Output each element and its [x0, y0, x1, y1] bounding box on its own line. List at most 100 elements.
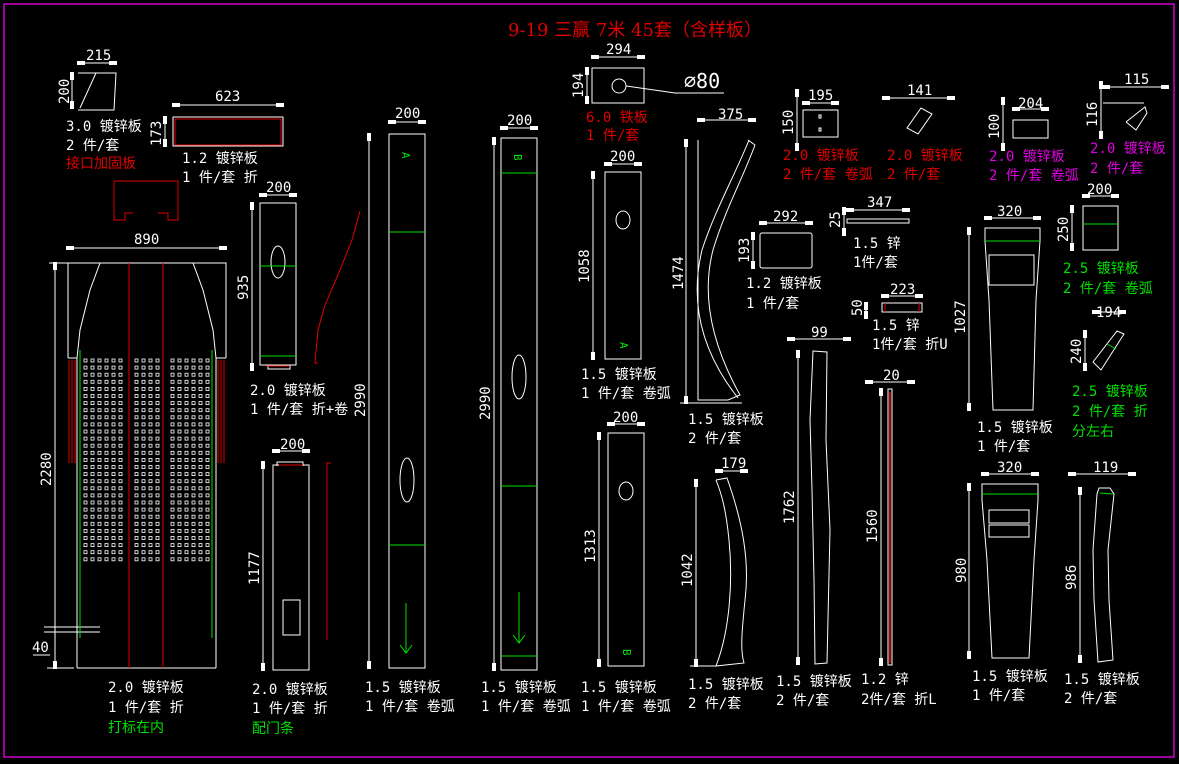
perforation-hole: [155, 358, 160, 363]
part-p26[interactable]: [1068, 472, 1136, 663]
perforation-hole: [90, 465, 95, 469]
perforation-hole: [90, 507, 95, 512]
perforation-hole: [134, 386, 139, 391]
drawing-frame: [3, 3, 1175, 758]
perforation-hole: [198, 507, 203, 512]
perforation-hole: [104, 450, 109, 455]
perforation-hole: [198, 386, 203, 391]
part-p14[interactable]: [882, 96, 955, 135]
part-p7[interactable]: [492, 126, 538, 671]
perforation-hole: [90, 514, 95, 519]
part-p8[interactable]: [585, 55, 724, 104]
p16-spec: 2.0 镀锌板: [1090, 140, 1166, 157]
perforation-hole: [111, 379, 116, 384]
part-p3[interactable]: [33, 246, 227, 669]
p2-qty: 1 件/套 折: [182, 170, 258, 186]
perforation-hole: [141, 457, 146, 462]
perforation-hole: [184, 493, 189, 498]
p7-qty: 1 件/套 卷弧: [481, 699, 571, 715]
dim-p12-w: 179: [721, 456, 746, 472]
part-p1[interactable]: [70, 61, 180, 180]
p14-qty: 2 件/套: [887, 167, 940, 183]
part-p24[interactable]: [1083, 310, 1126, 371]
perforation-hole: [177, 536, 182, 540]
part-p13[interactable]: [795, 89, 839, 151]
perforation-hole: [90, 521, 95, 526]
part-p16[interactable]: [1099, 81, 1169, 139]
dim-p8-h: 194: [571, 73, 587, 98]
part-p17[interactable]: [751, 221, 813, 269]
part-p9[interactable]: [591, 162, 642, 360]
perforation-hole: [141, 472, 146, 477]
p13-qty: 2 件/套 卷弧: [783, 167, 873, 183]
perforation-hole: [90, 422, 95, 427]
perforation-hole: [97, 401, 102, 406]
part-p20[interactable]: [787, 337, 851, 665]
drawing-title: 9-19 三赢 7米 45套（含样板）: [508, 19, 762, 41]
p5-qty: 1 件/套 折: [252, 701, 328, 717]
part-p6[interactable]: [367, 120, 426, 669]
perforation-hole: [184, 358, 189, 363]
dim-p6-w: 200: [395, 106, 420, 122]
part-p11[interactable]: [680, 118, 756, 404]
perforation-hole: [184, 507, 189, 512]
perforation-hole: [191, 429, 196, 434]
perforation-hole: [148, 486, 153, 491]
perforation-hole: [155, 386, 160, 391]
part-p21[interactable]: [865, 380, 915, 666]
dim-p15-h: 100: [987, 114, 1003, 139]
perforation-hole: [97, 408, 102, 413]
perforation-hole: [97, 521, 102, 526]
perforation-hole: [134, 372, 139, 377]
p15-qty: 2 件/套 卷弧: [989, 168, 1079, 184]
perforation-hole: [111, 386, 116, 391]
perforation-hole: [118, 386, 123, 391]
perforation-hole: [148, 422, 153, 427]
perforation-hole: [155, 394, 160, 398]
part-p18[interactable]: [842, 207, 910, 236]
dim-p9-h: 1058: [577, 249, 593, 283]
perforation-hole: [90, 472, 95, 477]
part-p12[interactable]: [690, 469, 748, 667]
part-p10[interactable]: [597, 422, 645, 667]
perforation-hole: [118, 436, 123, 441]
p20-spec: 1.5 镀锌板: [776, 673, 852, 690]
dim-p8-w: 294: [606, 42, 631, 58]
perforation-hole: [97, 450, 102, 455]
part-p19[interactable]: [864, 294, 923, 319]
p7-spec: 1.5 镀锌板: [481, 679, 557, 696]
perforation-hole: [205, 493, 210, 498]
perforation-hole: [134, 536, 139, 540]
part-p2[interactable]: [163, 103, 284, 147]
perforation-hole: [170, 536, 175, 540]
perforation-hole: [177, 450, 182, 455]
part-p23[interactable]: [1070, 194, 1119, 251]
perforation-hole: [141, 521, 146, 526]
perforation-hole: [118, 543, 123, 547]
perforation-hole: [118, 486, 123, 491]
perforation-hole: [83, 394, 88, 398]
perforation-hole: [148, 379, 153, 384]
dim-p25-w: 320: [997, 460, 1022, 476]
perforation-hole: [118, 536, 123, 540]
perforation-hole: [198, 443, 203, 448]
part-p4[interactable]: [250, 193, 297, 371]
perforation-hole: [90, 415, 95, 420]
perforation-hole: [191, 550, 196, 555]
perforation-hole: [83, 479, 88, 484]
part-p15[interactable]: [1001, 97, 1049, 151]
p22-qty: 1 件/套: [977, 439, 1030, 455]
perforation-hole: [104, 394, 109, 398]
p4-qty: 1 件/套 折+卷: [250, 402, 348, 418]
perforation-hole: [184, 415, 189, 420]
perforation-hole: [198, 493, 203, 498]
perforation-hole: [205, 379, 210, 384]
perforation-hole: [83, 358, 88, 363]
dim-p1-h: 200: [57, 79, 73, 104]
part-p25[interactable]: [967, 472, 1039, 659]
dim-p7-w: 200: [507, 113, 532, 129]
perforation-hole: [155, 550, 160, 555]
p6-qty: 1 件/套 卷弧: [365, 699, 455, 715]
part-p22[interactable]: [967, 216, 1041, 411]
